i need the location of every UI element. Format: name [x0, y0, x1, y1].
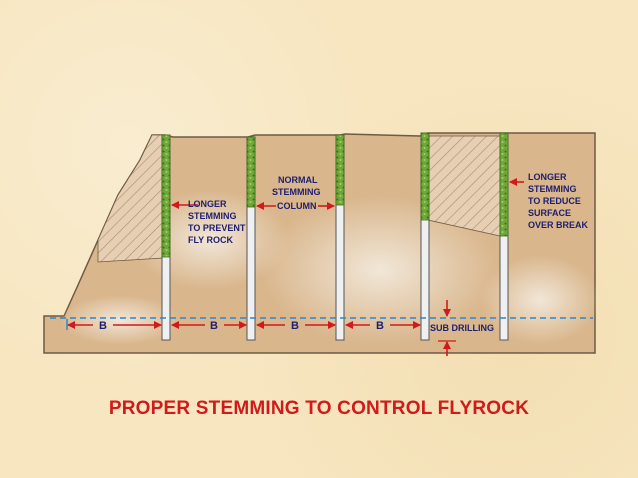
burden-label: B — [376, 320, 384, 332]
stemming-column — [335, 134, 345, 206]
stemming-column — [420, 132, 430, 221]
burden-label: B — [291, 320, 299, 332]
blast-hole-2 — [246, 136, 256, 341]
blast-hole-3 — [335, 134, 345, 341]
middle-note: NORMAL STEMMING COLUMN — [256, 175, 335, 211]
note-line: STEMMING — [528, 184, 577, 194]
note-line: LONGER — [528, 172, 567, 182]
overbreak-zone-right — [427, 135, 501, 237]
note-line: TO REDUCE — [528, 196, 581, 206]
burden-dimension-4: B — [345, 320, 421, 332]
stemming-column — [161, 134, 171, 258]
note-line: COLUMN — [277, 201, 317, 211]
burden-dimension-2: B — [171, 320, 247, 332]
burden-label: B — [99, 320, 107, 332]
note-line: SURFACE — [528, 208, 571, 218]
rock-light-patch — [480, 255, 600, 345]
note-line: OVER BREAK — [528, 220, 589, 230]
diagram-caption: PROPER STEMMING TO CONTROL FLYROCK — [108, 398, 530, 419]
burden-dimension-3: B — [256, 320, 336, 332]
note-line: STEMMING — [188, 211, 237, 221]
note-line: NORMAL — [278, 175, 318, 185]
rock-light-patch — [60, 295, 180, 345]
burden-label: B — [210, 320, 218, 332]
overbreak-zone-left — [97, 134, 164, 263]
sub-drilling-indicator: SUB DRILLING — [430, 300, 494, 356]
note-line: FLY ROCK — [188, 235, 234, 245]
stemming-column — [499, 132, 509, 237]
burden-dimension-1: B — [66, 319, 162, 332]
note-line: TO PREVENT — [188, 223, 246, 233]
sub-drilling-label: SUB DRILLING — [430, 323, 494, 333]
blast-hole-5 — [499, 132, 509, 341]
blast-hole-4 — [420, 132, 430, 341]
right-note: LONGER STEMMING TO REDUCE SURFACE OVER B… — [509, 172, 589, 230]
rock-light-patch — [260, 195, 500, 345]
blast-hole-1 — [161, 134, 171, 341]
left-note: LONGER STEMMING TO PREVENT FLY ROCK — [171, 199, 246, 245]
note-line: STEMMING — [272, 187, 321, 197]
stemming-column — [246, 136, 256, 208]
note-line: LONGER — [188, 199, 227, 209]
